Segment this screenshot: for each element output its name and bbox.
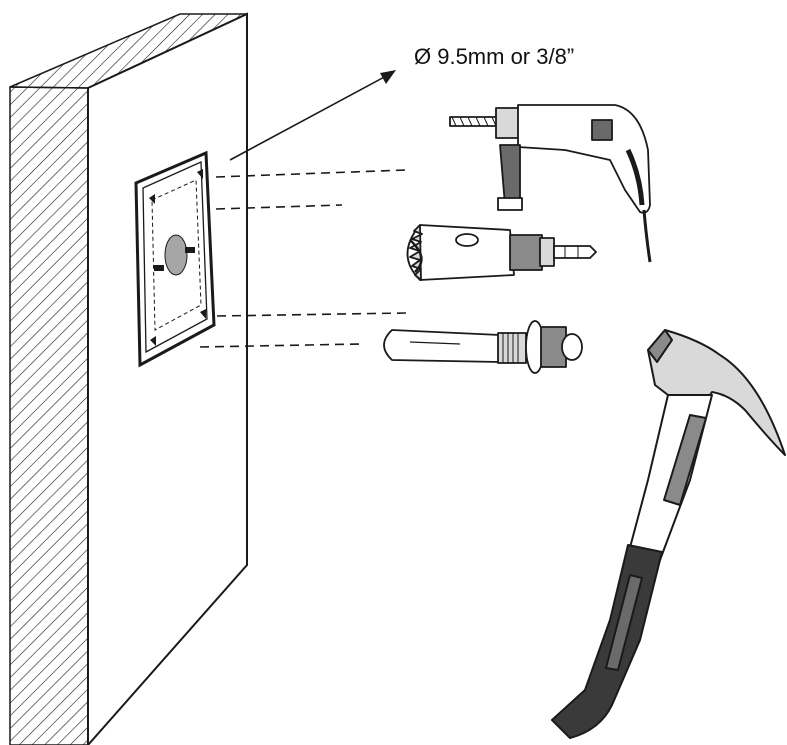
drill-grip-stripe <box>625 148 645 206</box>
drill-handle-cap <box>497 197 523 211</box>
anchor-sleeve <box>383 329 501 363</box>
drill-chuck <box>495 107 521 139</box>
dashed-line-4 <box>199 343 361 348</box>
plate-dashed-outline <box>151 179 202 331</box>
plate-screw-slots <box>149 169 206 346</box>
hole-saw-shank <box>553 245 597 259</box>
callout-arrowhead <box>380 70 396 84</box>
hammer-grip-highlight <box>605 574 643 671</box>
dashed-line-1 <box>215 169 407 178</box>
dashed-line-2 <box>215 204 343 210</box>
drill-side-handle <box>499 144 521 206</box>
drill-power-cord <box>642 209 652 263</box>
wall <box>9 12 248 745</box>
hammer-shaft-stripe <box>663 414 707 506</box>
drill-body <box>517 104 651 214</box>
anchor-bolt-end <box>561 333 583 361</box>
cable-hole <box>164 234 188 276</box>
guide-lines <box>199 70 407 348</box>
hole-saw-cup <box>406 224 515 281</box>
hole-saw-arbor <box>509 234 543 271</box>
hammer-grip <box>551 544 663 739</box>
hammer-face <box>647 329 673 363</box>
mounting-plate <box>134 150 216 368</box>
plate-inner <box>142 161 208 354</box>
hole-saw-side-hole <box>455 233 479 247</box>
hammer-icon <box>551 329 786 739</box>
hammer-head <box>647 329 786 456</box>
anchor-sleeve-slit <box>409 341 461 345</box>
hole-saw-slot <box>409 239 423 273</box>
drill-vent <box>591 119 613 141</box>
wall-side-face <box>9 86 89 745</box>
wall-front-face <box>87 12 248 745</box>
hole-saw-icon <box>406 224 597 281</box>
anchor-bolt-icon <box>383 320 583 374</box>
dashed-line-3 <box>216 312 407 317</box>
hole-size-label: Ø 9.5mm or 3/8” <box>414 44 575 69</box>
hole-saw-nut <box>539 237 555 267</box>
drill-icon <box>449 104 652 263</box>
callout-arrow-line <box>229 74 389 161</box>
anchor-threaded-rod <box>497 332 527 364</box>
